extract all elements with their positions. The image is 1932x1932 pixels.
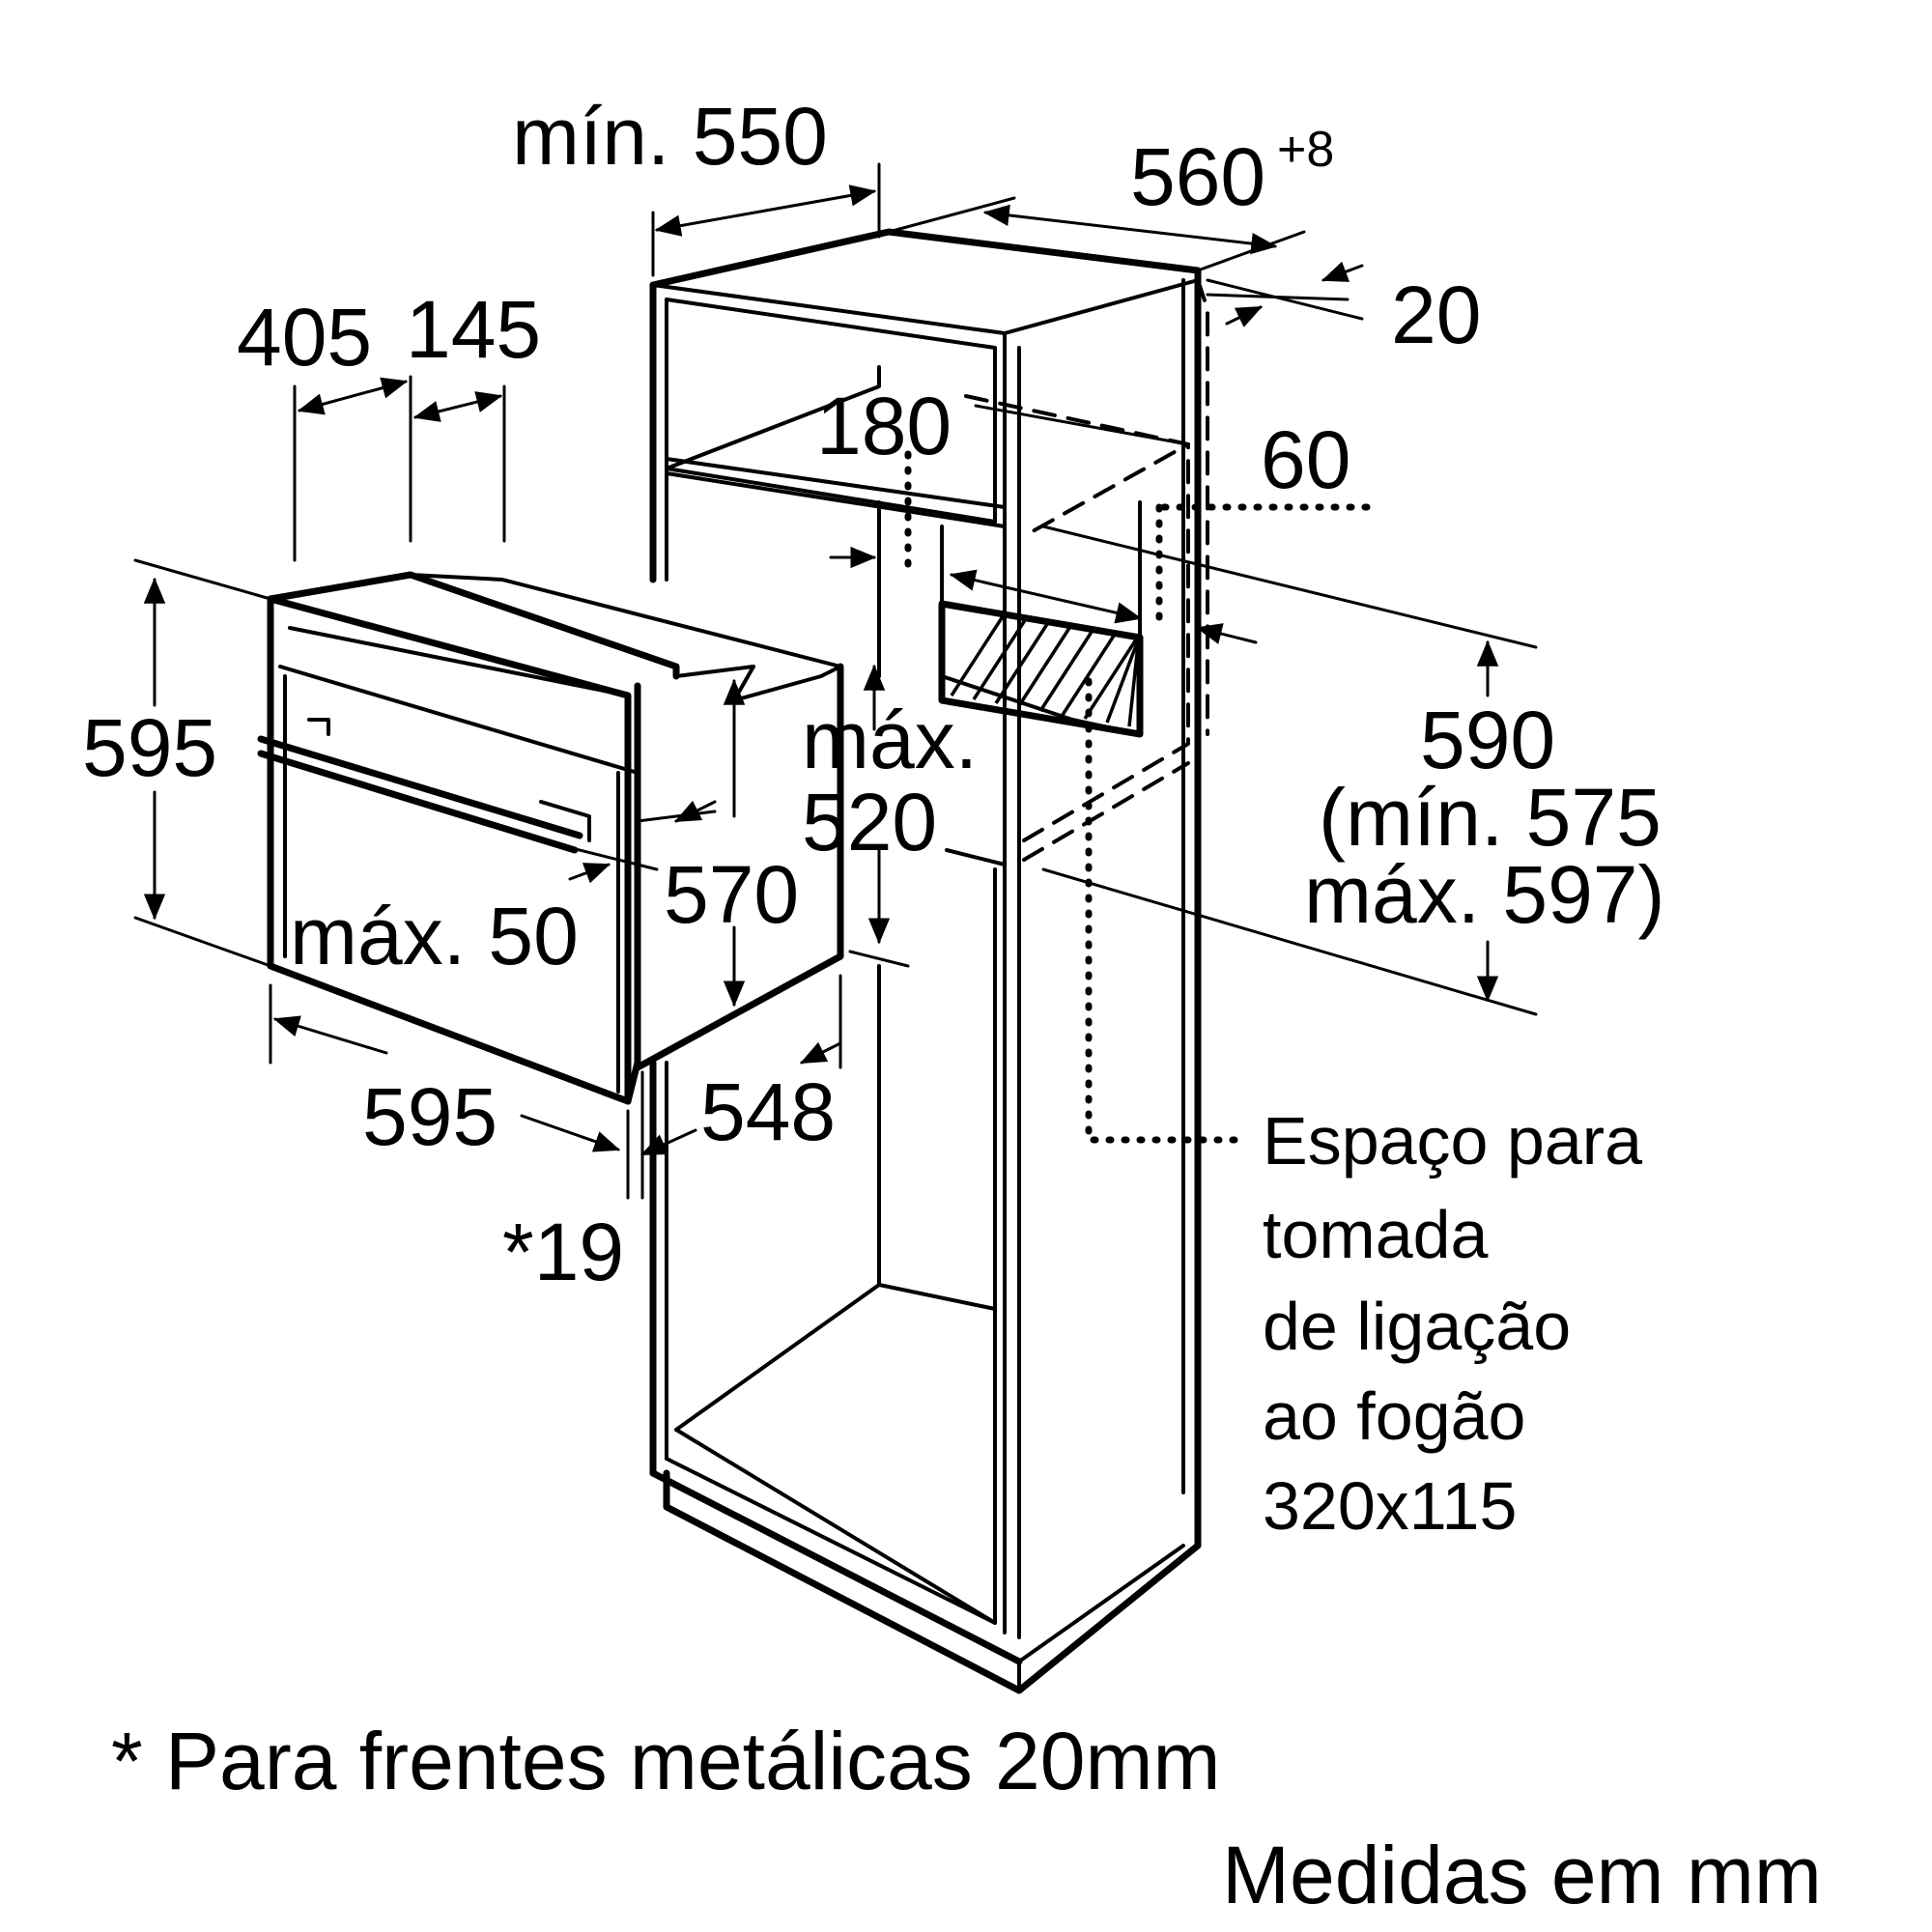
label-max-520: 520 [802,777,937,867]
oven [257,571,844,1105]
label-590: 590 [1420,695,1555,785]
label-min-550: mín. 550 [512,91,828,182]
dimension-lines [133,162,1538,1200]
label-595-width: 595 [362,1071,497,1162]
label-548: 548 [700,1066,836,1157]
socket-note: Espaço para tomada de ligação ao fogão 3… [1263,1103,1642,1544]
dimension-labels: mín. 550 560 +8 20 405 145 180 60 595 má… [82,91,1665,1297]
label-595-height: 595 [82,702,217,793]
hatch-line [1105,639,1140,724]
label-max-50: máx. 50 [290,891,579,981]
note-line-5: 320x115 [1263,1468,1517,1544]
units-note: Medidas em mm [1222,1830,1822,1920]
hatch-line [1083,636,1140,720]
note-line-3: de ligação [1263,1289,1571,1364]
label-405: 405 [237,292,372,383]
label-560: 560 [1130,131,1265,222]
note-line-4: ao fogão [1263,1378,1525,1454]
hatch-line [1038,628,1095,712]
label-570: 570 [664,849,799,940]
label-560-tolerance: +8 [1277,122,1334,178]
label-max: máx. [802,695,978,785]
label-60: 60 [1261,414,1350,505]
label-20: 20 [1391,270,1481,360]
socket-dotted-leaders [904,450,1376,1144]
label-min-575: (mín. 575 [1319,772,1662,863]
label-180: 180 [816,381,952,471]
label-max-597: máx. 597) [1304,849,1665,940]
footnote: * Para frentes metálicas 20mm [111,1716,1220,1806]
hatch-line [950,612,1007,696]
label-19: *19 [502,1207,624,1297]
hatch-line [994,620,1051,704]
label-145: 145 [406,284,541,375]
hatch-line [1061,632,1118,716]
note-line-1: Espaço para [1263,1103,1642,1179]
cabinet [649,228,1209,1694]
hatch-line [1016,624,1073,708]
note-line-2: tomada [1263,1197,1489,1272]
hatch-line [1127,643,1140,727]
hatch-line [972,616,1029,700]
socket-space-hatch [938,600,1144,738]
